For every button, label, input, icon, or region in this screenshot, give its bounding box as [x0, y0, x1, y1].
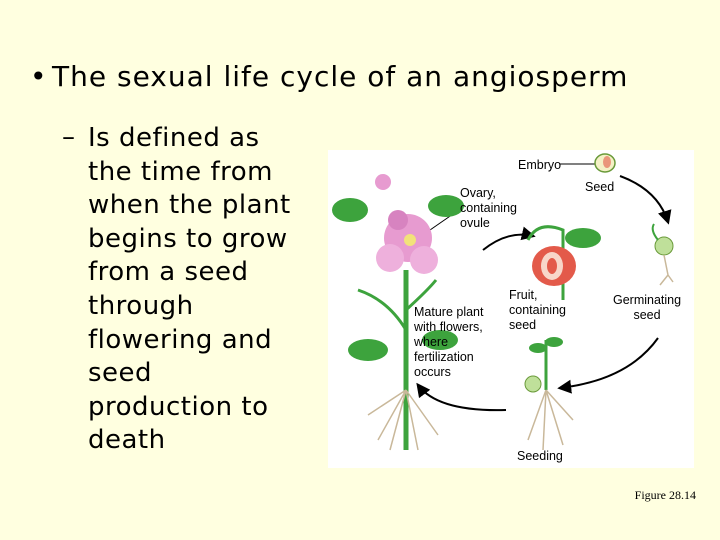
cycle-arrow-germinating-to-seedling [560, 338, 658, 388]
germinating-seed-icon [653, 224, 673, 285]
bullet-point: •The sexual life cycle of an angiosperm [30, 60, 628, 93]
label-ovary: Ovary, containing ovule [460, 186, 517, 231]
figure-caption: Figure 28.14 [635, 488, 696, 503]
label-germinating-seed: Germinating seed [613, 293, 681, 323]
sub-bullet-dash: – [62, 122, 75, 152]
seedling-icon [525, 337, 573, 450]
label-fruit: Fruit, containing seed [509, 288, 566, 333]
label-embryo: Embryo [518, 158, 561, 173]
label-seed: Seed [585, 180, 614, 195]
sub-bullet-text: Is defined as the time from when the pla… [88, 122, 303, 458]
seed-icon [595, 154, 615, 172]
label-seedling: Seeding [517, 449, 563, 464]
cycle-arrow-seedling-to-mature [418, 385, 506, 410]
bullet-dot-icon: • [30, 60, 52, 93]
bullet-title: The sexual life cycle of an angiosperm [52, 60, 628, 93]
cycle-arrow-mature-to-fruit [483, 235, 533, 250]
label-mature-plant: Mature plant with flowers, where fertili… [414, 305, 483, 380]
cycle-arrow-seed-to-germinating [620, 176, 668, 222]
